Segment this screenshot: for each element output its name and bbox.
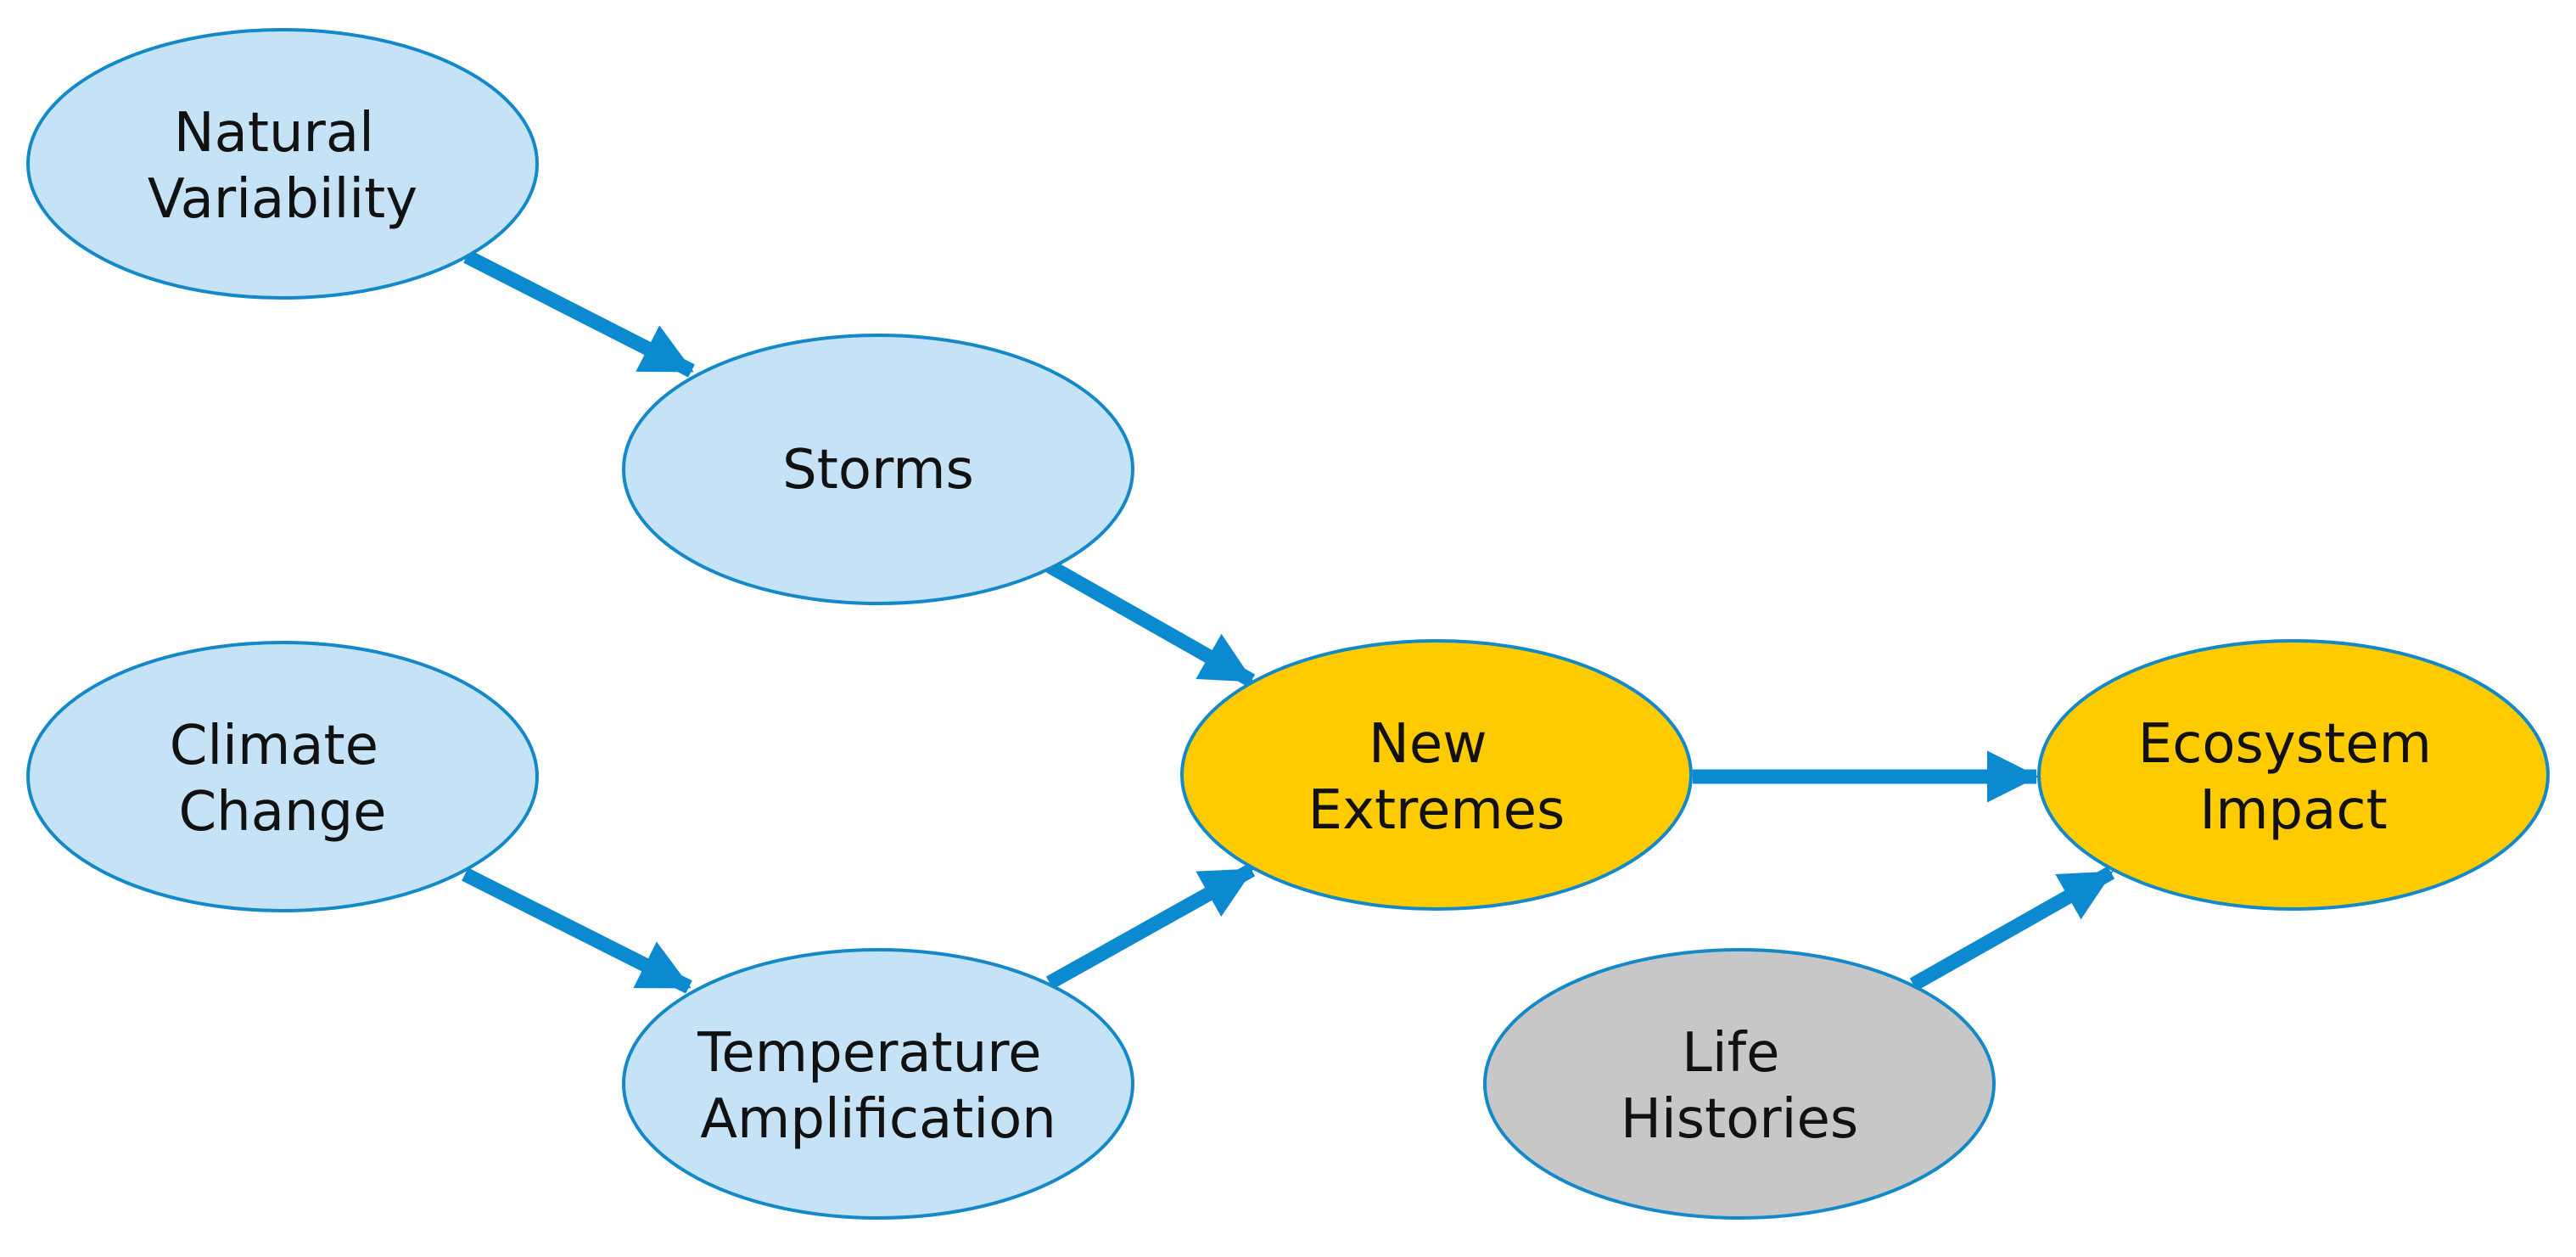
node-life-histories-label: Life Histories bbox=[1621, 1022, 1858, 1151]
node-climate-change-label: Climate Change bbox=[170, 715, 396, 844]
node-storms-line-1: Storms bbox=[782, 439, 974, 502]
edge-natural-variability-to-storms bbox=[463, 250, 695, 378]
node-climate-change-line-2: Change bbox=[178, 781, 386, 844]
edge-life-histories-to-ecosystem-impact bbox=[1909, 866, 2115, 991]
node-natural-variability: Natural Variability bbox=[26, 28, 539, 300]
node-ecosystem-impact-shape bbox=[2037, 639, 2550, 911]
node-ecosystem-impact: Ecosystem Impact bbox=[2037, 639, 2550, 911]
node-temperature-amplification-shape bbox=[622, 948, 1134, 1220]
edge-temperature-amplification-to-new-extremes bbox=[1045, 863, 1256, 990]
node-temperature-amplification-line-1: Temperature bbox=[697, 1022, 1041, 1085]
node-ecosystem-impact-line-1: Ecosystem bbox=[2138, 713, 2432, 776]
node-climate-change-line-1: Climate bbox=[170, 715, 378, 777]
node-natural-variability-line-1: Natural bbox=[174, 102, 374, 165]
edge-storms-to-new-extremes bbox=[1045, 559, 1256, 687]
node-ecosystem-impact-line-2: Impact bbox=[2199, 779, 2387, 842]
node-storms-shape bbox=[622, 334, 1134, 605]
node-life-histories-line-2: Histories bbox=[1621, 1088, 1858, 1151]
node-new-extremes-line-2: Extremes bbox=[1308, 779, 1565, 842]
node-climate-change: Climate Change bbox=[26, 641, 539, 912]
node-new-extremes-shape bbox=[1180, 639, 1693, 911]
node-ecosystem-impact-label: Ecosystem Impact bbox=[2138, 713, 2450, 842]
node-life-histories-shape bbox=[1483, 948, 1996, 1220]
edge-climate-change-to-temperature-amplification bbox=[462, 867, 692, 994]
node-climate-change-shape bbox=[26, 641, 539, 912]
node-storms: Storms bbox=[622, 334, 1134, 605]
node-natural-variability-line-2: Variability bbox=[148, 168, 417, 231]
node-life-histories: Life Histories bbox=[1483, 948, 1996, 1220]
edges-group bbox=[462, 250, 2115, 994]
node-new-extremes-line-1: New bbox=[1369, 713, 1487, 776]
node-new-extremes: New Extremes bbox=[1180, 639, 1693, 911]
node-storms-label: Storms bbox=[782, 439, 974, 502]
node-natural-variability-label: Natural Variability bbox=[148, 102, 417, 231]
node-temperature-amplification-line-2: Amplification bbox=[700, 1088, 1056, 1151]
node-natural-variability-shape bbox=[26, 28, 539, 300]
node-temperature-amplification: Temperature Amplification bbox=[622, 948, 1134, 1220]
node-temperature-amplification-label: Temperature Amplification bbox=[697, 1022, 1059, 1151]
node-life-histories-line-1: Life bbox=[1682, 1022, 1779, 1085]
node-new-extremes-label: New Extremes bbox=[1308, 713, 1565, 842]
nodes-group: Natural Variability Storms Climate Chang… bbox=[26, 28, 2550, 1220]
